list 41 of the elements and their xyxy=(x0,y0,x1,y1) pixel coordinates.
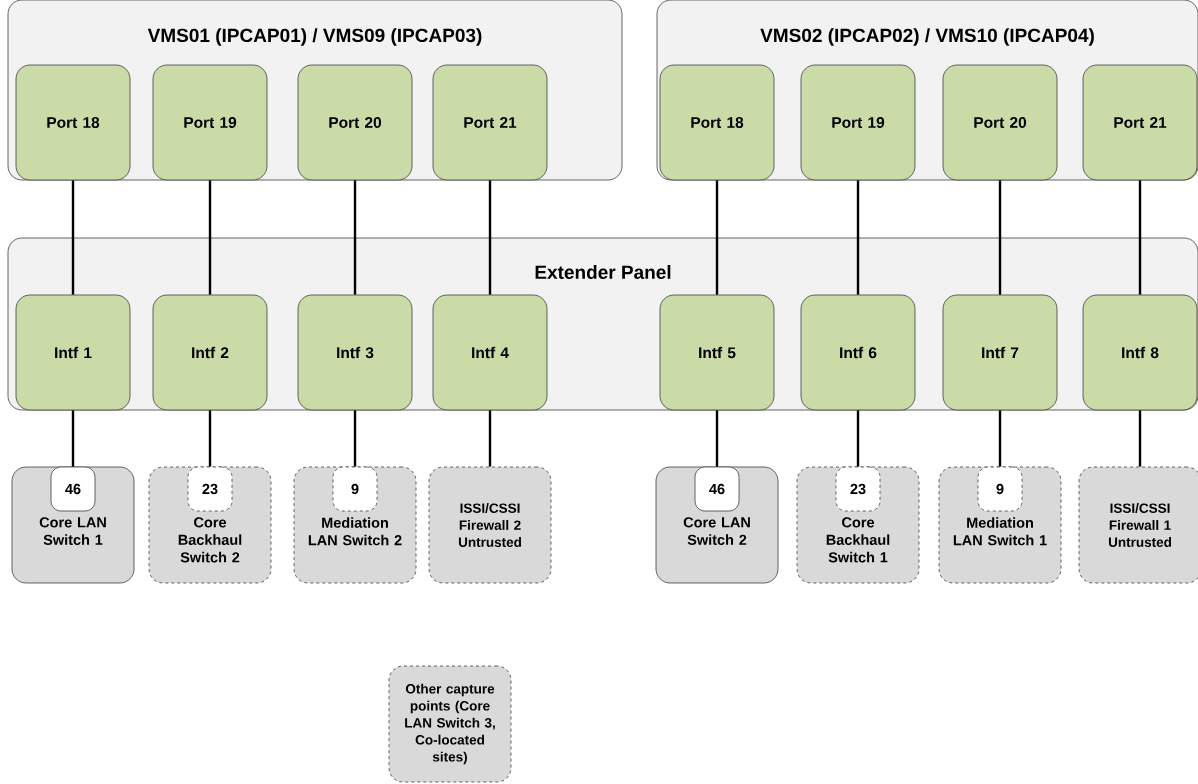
connector-line xyxy=(998,180,1002,295)
port-number-badge: 23 xyxy=(835,466,881,512)
port-box: Intf 5 xyxy=(659,294,775,411)
port-box: Intf 3 xyxy=(297,294,413,411)
connector-line xyxy=(715,180,719,295)
port-box: Intf 8 xyxy=(1082,294,1198,411)
connector-line xyxy=(353,410,357,467)
port-box: Port 18 xyxy=(15,64,131,181)
port-box: Intf 6 xyxy=(800,294,916,411)
port-number-badge: 46 xyxy=(50,466,96,512)
connector-line xyxy=(353,180,357,295)
connector-line xyxy=(856,180,860,295)
port-number-badge: 9 xyxy=(332,466,378,512)
connector-line xyxy=(208,410,212,467)
port-box: Intf 1 xyxy=(15,294,131,411)
connector-line xyxy=(856,410,860,467)
port-box: Intf 2 xyxy=(152,294,268,411)
port-box: Port 21 xyxy=(432,64,548,181)
connector-line xyxy=(488,180,492,295)
switch-box: ISSI/CSSI Firewall 1 Untrusted xyxy=(1078,466,1198,584)
port-box: Intf 4 xyxy=(432,294,548,411)
port-number-badge: 46 xyxy=(694,466,740,512)
port-number-badge: 9 xyxy=(977,466,1023,512)
port-box: Port 19 xyxy=(152,64,268,181)
switch-box: ISSI/CSSI Firewall 2 Untrusted xyxy=(428,466,552,584)
connector-line xyxy=(998,410,1002,467)
port-box: Port 20 xyxy=(942,64,1058,181)
connector-line xyxy=(71,410,75,467)
switch-box: Other capture points (Core LAN Switch 3, Co-located sites) xyxy=(388,665,512,783)
port-number-badge: 23 xyxy=(187,466,233,512)
connector-line xyxy=(715,410,719,467)
port-box: Port 21 xyxy=(1082,64,1198,181)
port-box: Port 19 xyxy=(800,64,916,181)
connector-line xyxy=(1138,180,1142,295)
connector-line xyxy=(208,180,212,295)
connector-line xyxy=(71,180,75,295)
port-box: Port 20 xyxy=(297,64,413,181)
connector-line xyxy=(1138,410,1142,467)
connector-line xyxy=(488,410,492,467)
port-box: Intf 7 xyxy=(942,294,1058,411)
port-box: Port 18 xyxy=(659,64,775,181)
